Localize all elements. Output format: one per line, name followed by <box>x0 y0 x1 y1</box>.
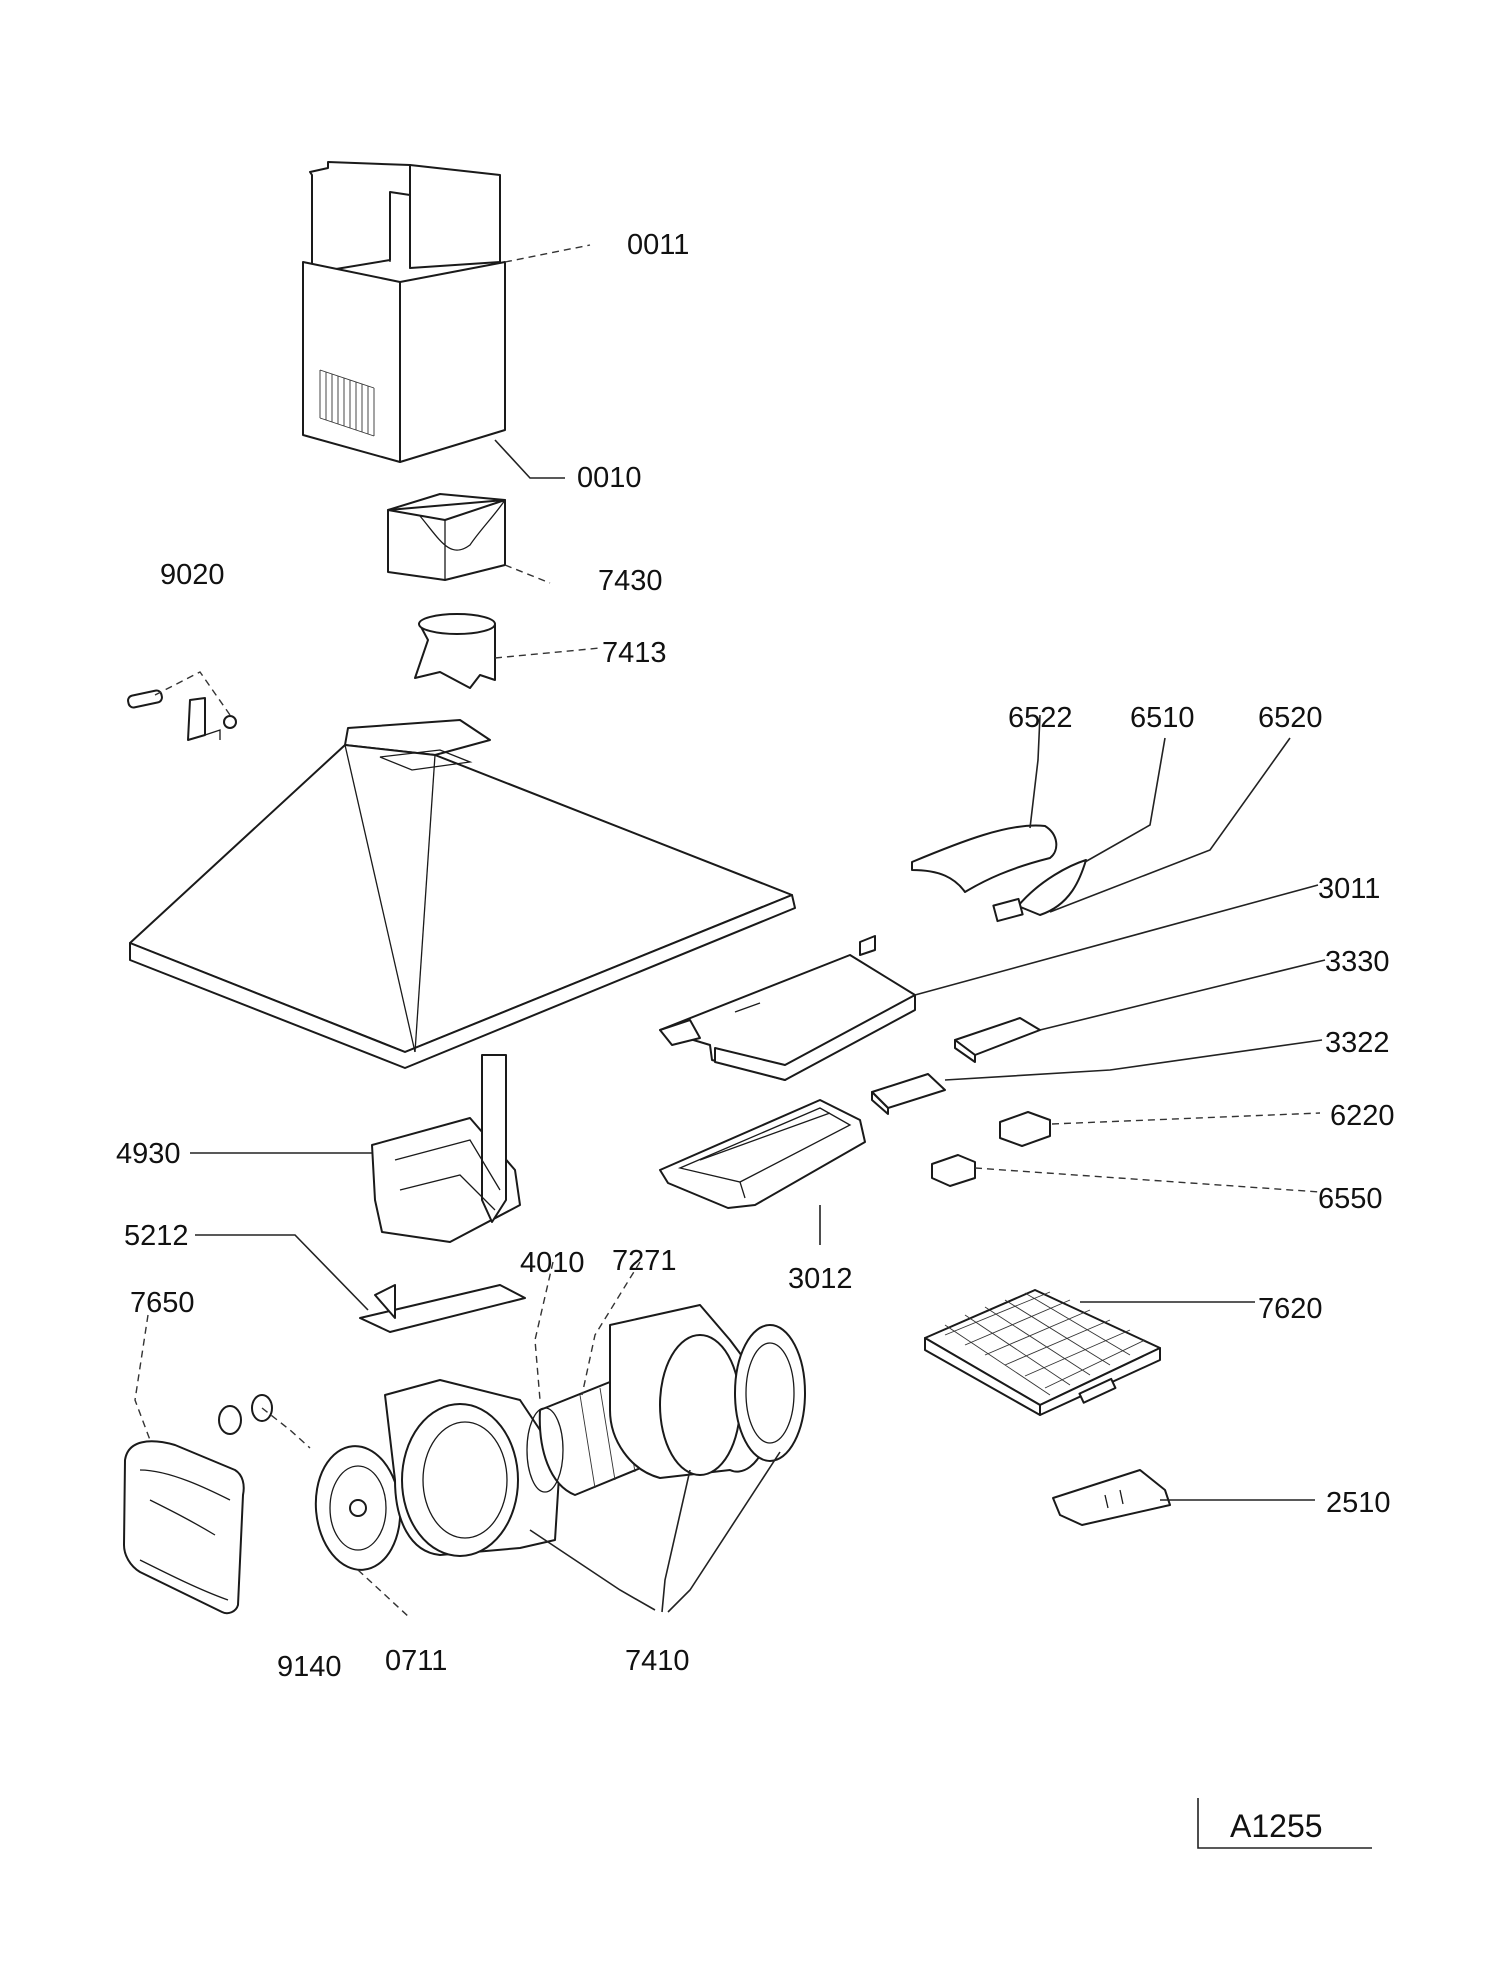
label-6550: 6550 <box>1318 1183 1383 1215</box>
duct-collar-part <box>414 613 496 689</box>
label-0711: 0711 <box>385 1645 447 1677</box>
control-box-part <box>659 1099 866 1209</box>
chimney-upper-part <box>309 161 501 271</box>
switch-part <box>871 1073 946 1115</box>
lamp-cover-part <box>911 824 1058 893</box>
label-5212: 5212 <box>124 1220 189 1252</box>
filter-handle-part <box>1052 1469 1171 1526</box>
label-4010: 4010 <box>520 1247 585 1279</box>
switch-plate-part <box>954 1017 1041 1063</box>
label-3011: 3011 <box>1318 873 1380 905</box>
hood-canopy-part <box>129 719 796 1069</box>
impeller-part <box>314 1445 402 1571</box>
label-9020: 9020 <box>160 559 225 591</box>
label-7620: 7620 <box>1258 1293 1323 1325</box>
label-3012: 3012 <box>788 1263 853 1295</box>
label-2510: 2510 <box>1326 1487 1391 1519</box>
label-6220: 6220 <box>1330 1100 1395 1132</box>
mounting-plate-part <box>359 1284 526 1333</box>
blower-housing-part <box>384 1379 561 1557</box>
label-6510: 6510 <box>1130 702 1195 734</box>
knob-pair-part <box>218 1394 273 1435</box>
label-6522: 6522 <box>1008 702 1073 734</box>
duct-connector-part <box>387 493 506 581</box>
label-7430: 7430 <box>598 565 663 597</box>
label-3330: 3330 <box>1325 946 1390 978</box>
leader-lines <box>134 244 1372 1849</box>
label-6520: 6520 <box>1258 702 1323 734</box>
carbon-filter-part <box>123 1440 245 1615</box>
label-9140: 9140 <box>277 1651 342 1683</box>
label-7410: 7410 <box>625 1645 690 1677</box>
rear-blower-housing-part <box>609 1304 806 1479</box>
wall-bracket-kit-part <box>127 689 237 741</box>
label-0011: 0011 <box>627 229 689 261</box>
blower-bracket-part <box>371 1054 521 1243</box>
label-4930: 4930 <box>116 1138 181 1170</box>
label-7413: 7413 <box>602 637 667 669</box>
chimney-lower-part <box>302 261 506 463</box>
label-0010: 0010 <box>577 462 642 494</box>
lamp-connector-part <box>931 1154 976 1187</box>
grease-filter-part <box>924 1289 1161 1416</box>
drawing-id: A1255 <box>1230 1808 1323 1844</box>
lamp-bulb-part <box>992 859 1087 923</box>
label-7271: 7271 <box>612 1245 677 1277</box>
label-3322: 3322 <box>1325 1027 1390 1059</box>
light-housing-part <box>659 935 916 1081</box>
terminal-connector-part <box>999 1111 1051 1147</box>
label-7650: 7650 <box>130 1287 195 1319</box>
